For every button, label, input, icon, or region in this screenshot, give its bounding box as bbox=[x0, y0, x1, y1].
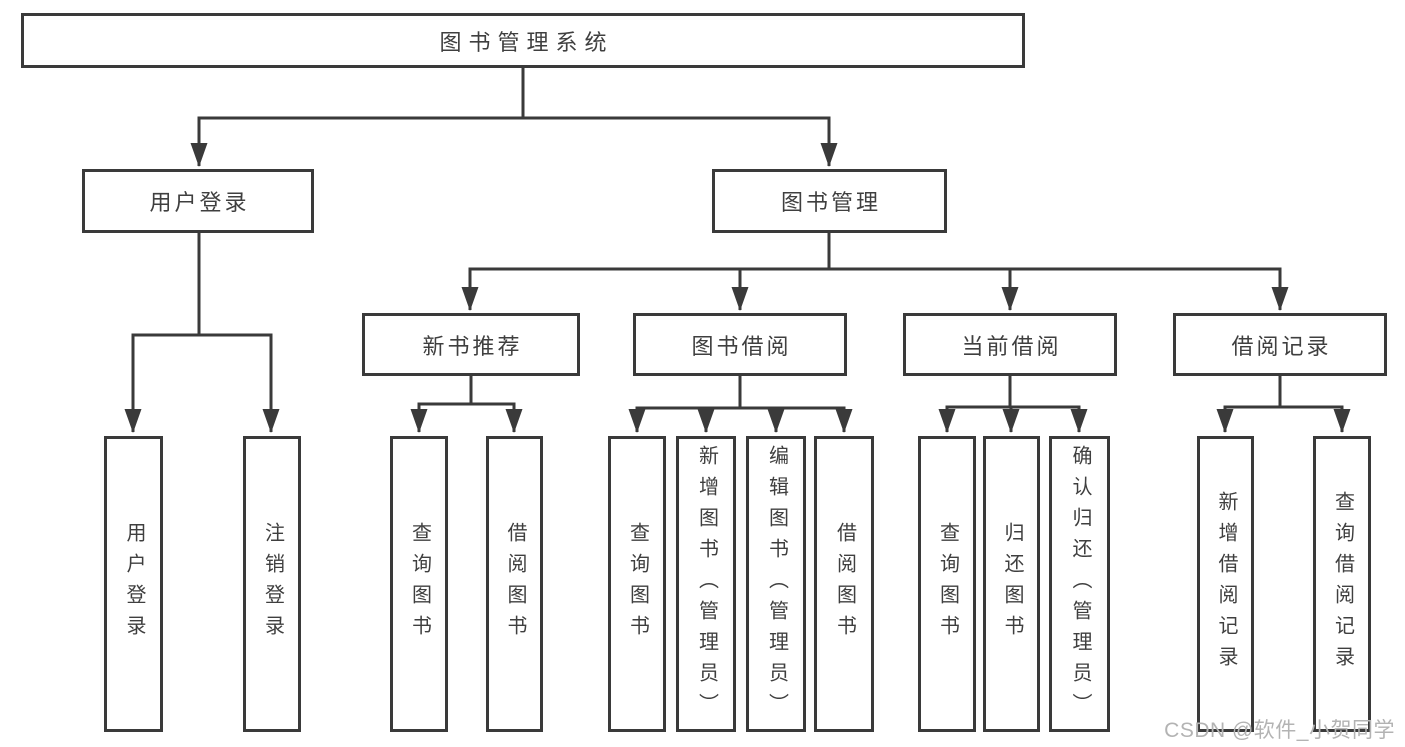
leaf-label: 借阅图书 bbox=[504, 522, 526, 646]
leaf-label: 借阅图书 bbox=[833, 522, 856, 646]
node-new-book-recommend: 新书推荐 bbox=[362, 313, 580, 376]
leaf-current-query-books: 查询图书 bbox=[918, 436, 976, 732]
node-book-management: 图书管理 bbox=[712, 169, 947, 233]
leaf-borrow-borrow-books: 借阅图书 bbox=[814, 436, 874, 732]
leaf-borrow-edit-books-admin: 编辑图书（管理员） bbox=[746, 436, 806, 732]
leaf-label: 确认归还（管理员） bbox=[1069, 444, 1091, 724]
connector-user-login-subtree bbox=[124, 233, 280, 433]
csdn-watermark: CSDN @软件_小贺同学 bbox=[1164, 719, 1395, 742]
node-current-borrow: 当前借阅 bbox=[903, 313, 1117, 376]
leaf-current-return-books: 归还图书 bbox=[983, 436, 1040, 732]
leaf-newbook-query-books: 查询图书 bbox=[390, 436, 448, 732]
node-book-borrow: 图书借阅 bbox=[633, 313, 847, 376]
leaf-label: 新增图书（管理员） bbox=[695, 444, 718, 724]
leaf-label: 查询图书 bbox=[936, 522, 959, 646]
leaf-borrow-add-books-admin: 新增图书（管理员） bbox=[676, 436, 736, 732]
connector-book-mgmt-to-sections bbox=[461, 233, 1289, 311]
leaf-label: 新增借阅记录 bbox=[1215, 491, 1237, 677]
leaf-label: 查询借阅记录 bbox=[1331, 491, 1354, 677]
leaf-borrow-query-books: 查询图书 bbox=[608, 436, 666, 732]
node-root-library-system: 图书管理系统 bbox=[21, 13, 1025, 68]
leaf-records-query-borrow-record: 查询借阅记录 bbox=[1313, 436, 1371, 732]
leaf-label: 查询图书 bbox=[626, 522, 649, 646]
leaf-label: 编辑图书（管理员） bbox=[765, 444, 788, 724]
node-user-login: 用户登录 bbox=[82, 169, 314, 233]
connector-current-borrow-subtree bbox=[938, 376, 1088, 433]
connector-new-book-subtree bbox=[410, 376, 523, 433]
leaf-current-confirm-return-admin: 确认归还（管理员） bbox=[1049, 436, 1110, 732]
leaf-logout: 注销登录 bbox=[243, 436, 301, 732]
connector-borrow-records-subtree bbox=[1216, 376, 1351, 433]
node-borrow-records: 借阅记录 bbox=[1173, 313, 1387, 376]
leaf-user-login: 用户登录 bbox=[104, 436, 163, 732]
connector-book-borrow-subtree bbox=[628, 376, 853, 433]
leaf-label: 查询图书 bbox=[408, 522, 431, 646]
leaf-records-add-borrow-record: 新增借阅记录 bbox=[1197, 436, 1254, 732]
leaf-label: 用户登录 bbox=[123, 522, 145, 646]
connector-root-to-level1 bbox=[190, 68, 838, 167]
leaf-label: 注销登录 bbox=[261, 522, 284, 646]
leaf-label: 归还图书 bbox=[1001, 522, 1023, 646]
leaf-newbook-borrow-books: 借阅图书 bbox=[486, 436, 543, 732]
